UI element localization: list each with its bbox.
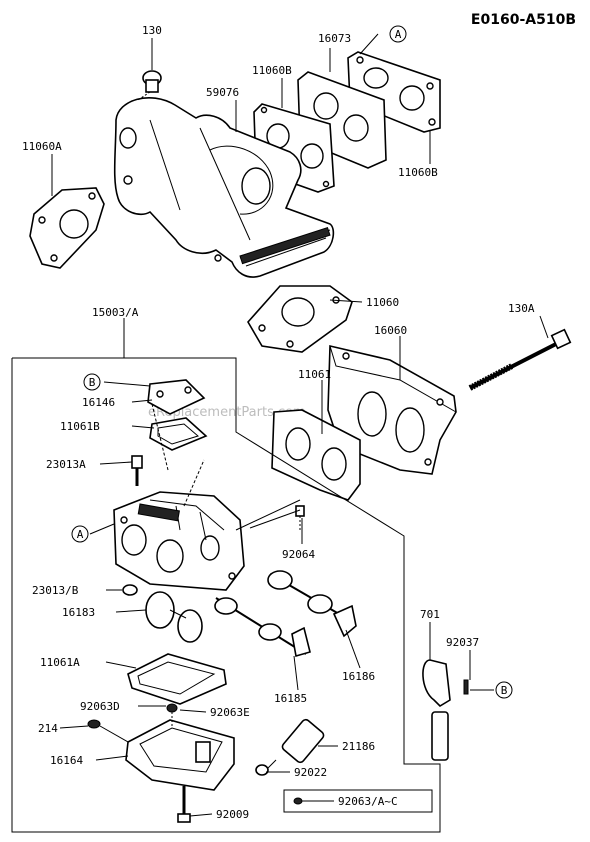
label-16186: 16186 xyxy=(342,670,375,683)
svg-text:B: B xyxy=(501,684,508,697)
gasket-16073 xyxy=(347,51,441,133)
label-11060B-b: 11060B xyxy=(398,166,438,179)
label-16146: 16146 xyxy=(82,396,115,409)
label-16164: 16164 xyxy=(50,754,83,767)
label-15003: 15003/A xyxy=(92,306,139,319)
choke-shaft xyxy=(267,570,357,638)
part-labels: 130 16073 11060B 59076 11060A 11060B 110… xyxy=(22,24,535,821)
label-11061B: 11061B xyxy=(60,420,100,433)
hose-701 xyxy=(422,659,451,761)
label-11060B-a: 11060B xyxy=(252,64,292,77)
screw-214 xyxy=(87,719,129,743)
screw-92009 xyxy=(177,786,191,823)
gasket-11060 xyxy=(247,285,353,353)
label-130A: 130A xyxy=(508,302,535,315)
leader-lines xyxy=(51,33,549,817)
label-16185: 16185 xyxy=(274,692,307,705)
label-92063D: 92063D xyxy=(80,700,120,713)
gasket-11061B xyxy=(149,417,208,451)
intake-manifold xyxy=(113,97,335,278)
bolt-130A xyxy=(468,328,572,391)
label-130: 130 xyxy=(142,24,162,37)
float-16183 xyxy=(145,591,203,643)
solenoid-21186 xyxy=(261,718,325,775)
label-701: 701 xyxy=(420,608,440,621)
callout-A-carb: A xyxy=(71,525,89,543)
watermark-text: eReplacementParts.com xyxy=(148,405,306,420)
screw-92064 xyxy=(295,505,305,532)
label-92063-legend: 92063/A~C xyxy=(338,795,398,808)
callout-B-top: B xyxy=(83,373,101,391)
label-11060A: 11060A xyxy=(22,140,62,153)
label-11060: 11060 xyxy=(366,296,399,309)
label-21186: 21186 xyxy=(342,740,375,753)
label-92063E: 92063E xyxy=(210,706,250,719)
clip-92037 xyxy=(463,679,469,695)
bolt-130 xyxy=(137,70,162,101)
carburetor-body xyxy=(113,491,245,591)
float-bowl-16164 xyxy=(125,719,235,791)
plug-92063 xyxy=(166,703,178,726)
svg-text:B: B xyxy=(89,376,96,389)
label-11061A: 11061A xyxy=(40,656,80,669)
label-11061: 11061 xyxy=(298,368,331,381)
diagram-code: E0160-A510B xyxy=(471,12,576,28)
throttle-shaft xyxy=(214,597,311,658)
screw-23013B xyxy=(122,584,138,596)
callout-A-top: A xyxy=(389,25,407,43)
washer-92022 xyxy=(255,764,269,776)
label-23013B: 23013/B xyxy=(32,584,79,597)
gasket-11061A xyxy=(127,653,227,705)
label-92064: 92064 xyxy=(282,548,315,561)
screw-23013A xyxy=(131,455,143,486)
plate-16146 xyxy=(147,379,206,415)
legend-92063 xyxy=(283,789,433,813)
label-59076: 59076 xyxy=(206,86,239,99)
label-92009: 92009 xyxy=(216,808,249,821)
label-214: 214 xyxy=(38,722,58,735)
gasket-11061 xyxy=(271,409,361,501)
callout-B-right: B xyxy=(495,681,513,699)
label-16183: 16183 xyxy=(62,606,95,619)
gasket-11060A xyxy=(29,187,105,269)
label-16073: 16073 xyxy=(318,32,351,45)
svg-text:A: A xyxy=(77,528,84,541)
label-16060: 16060 xyxy=(374,324,407,337)
label-92022: 92022 xyxy=(294,766,327,779)
label-23013A: 23013A xyxy=(46,458,86,471)
svg-text:A: A xyxy=(395,28,402,41)
label-92037: 92037 xyxy=(446,636,479,649)
